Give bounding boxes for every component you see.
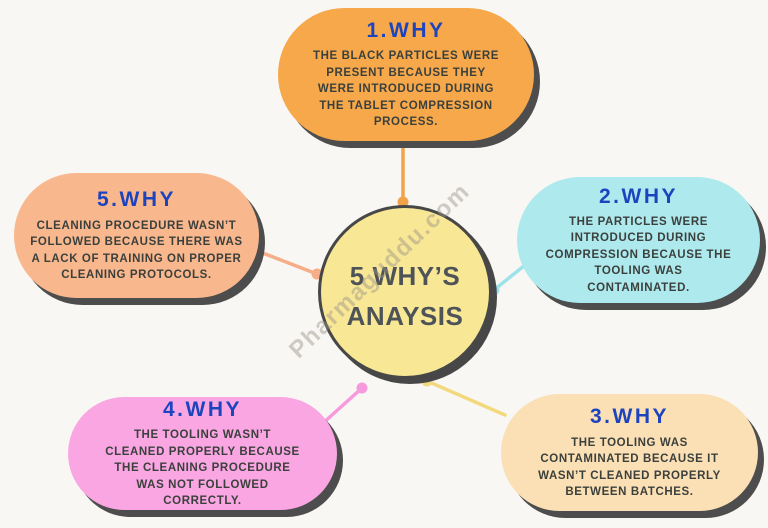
diagram-title: 5 WHY’S ANAYSIS (346, 260, 464, 331)
why3-box: 3.WHY THE TOOLING WAS CONTAMINATED BECAU… (501, 394, 758, 511)
why3-heading: 3.WHY (589, 405, 669, 429)
why2-box: 2.WHY THE PARTICLES WERE INTRODUCED DURI… (517, 177, 760, 303)
why2-body-text: THE PARTICLES WERE INTRODUCED DURING COM… (545, 215, 732, 294)
why2-heading: 2.WHY (598, 184, 678, 208)
why1-body-text: THE BLACK PARTICLES WERE PRESENT BECAUSE… (312, 50, 500, 129)
why4-box: 4.WHY THE TOOLING WASN’T CLEANED PROPERL… (68, 397, 337, 510)
why5-heading: 5.WHY (96, 188, 176, 212)
connector-dot-why3 (421, 375, 433, 387)
why4-body-text: THE TOOLING WASN’T CLEANED PROPERLY BECA… (105, 429, 300, 508)
center-circle: 5 WHY’S ANAYSIS (318, 205, 492, 379)
why1-box: 1.WHY THE BLACK PARTICLES WERE PRESENT B… (278, 8, 534, 141)
why3-body-text: THE TOOLING WAS CONTAMINATED BECAUSE IT … (538, 436, 721, 499)
why4-heading: 4.WHY (162, 398, 242, 422)
connector-line-why3 (425, 379, 507, 417)
why1-heading: 1.WHY (366, 19, 446, 43)
connector-dot-why1 (397, 196, 409, 208)
why5-box: 5.WHY CLEANING PROCEDURE WASN’T FOLLOWED… (14, 173, 259, 298)
connector-line-why5 (253, 248, 319, 276)
connector-dot-why4 (356, 382, 368, 394)
why5-body-text: CLEANING PROCEDURE WASN’T FOLLOWED BECAU… (30, 219, 243, 282)
